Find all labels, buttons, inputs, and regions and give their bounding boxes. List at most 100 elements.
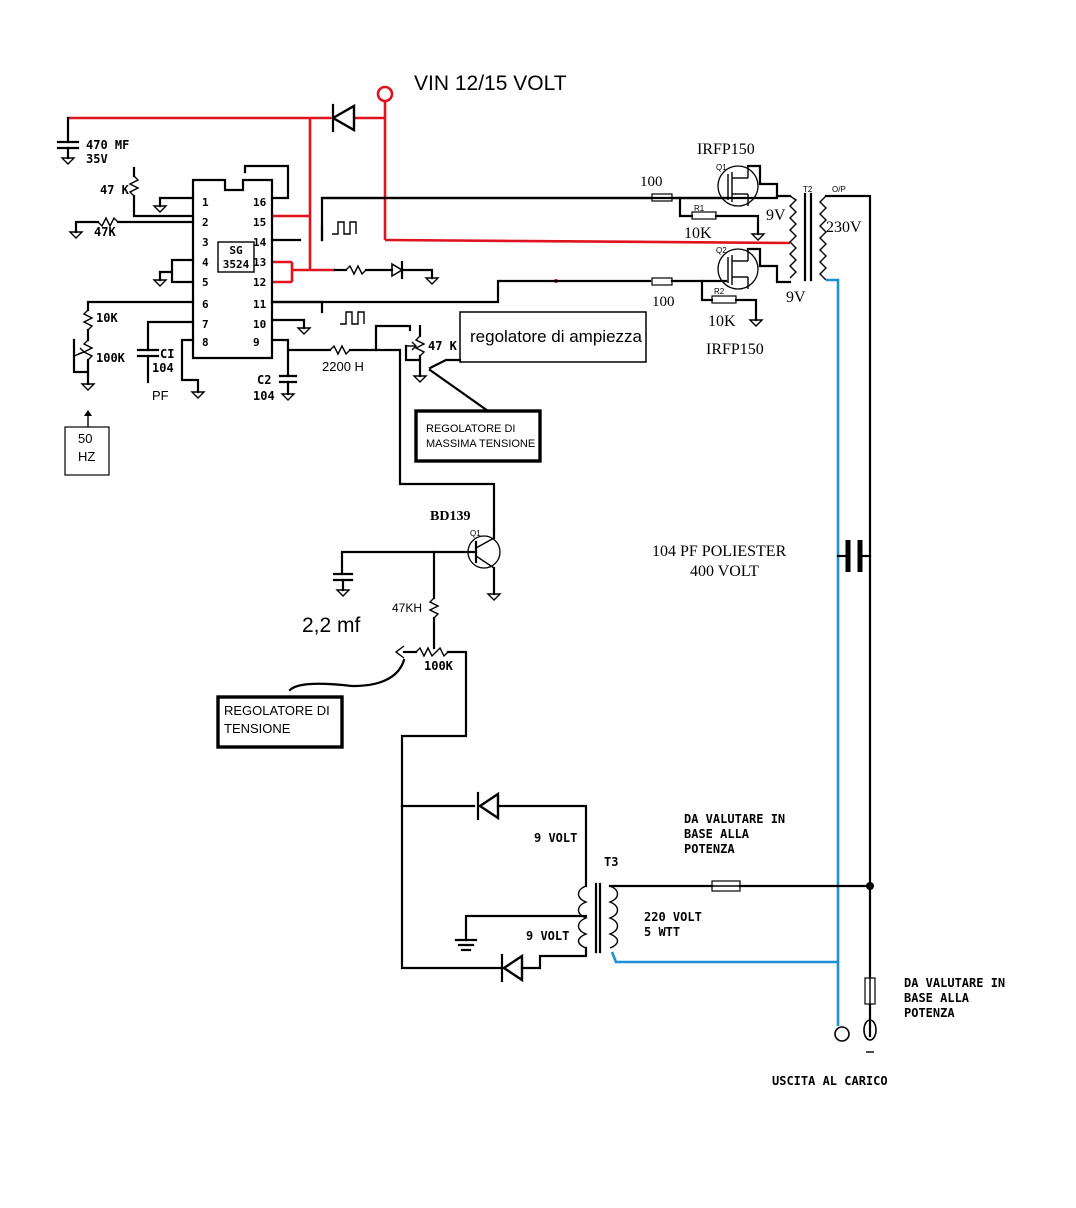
t2-label: T2 <box>803 185 813 194</box>
ic-pin-4: 4 <box>202 256 209 269</box>
polyester-capacitor: 104 PF POLIESTER 400 VOLT <box>652 540 872 580</box>
r47kh-label: 47KH <box>392 601 422 615</box>
resistor-47k-horizontal: 47K <box>68 216 195 239</box>
frequency-box: 50 HZ <box>64 410 110 476</box>
c2-label: C2 <box>257 373 271 387</box>
r10k-label-a: 10K <box>96 311 118 325</box>
v9-t3-bot-label: 9 VOLT <box>526 929 569 943</box>
t3-label: T3 <box>604 855 618 869</box>
v9-top-label: 9V <box>766 207 786 224</box>
ic-pin-2: 2 <box>202 216 209 229</box>
poly-cap-label-2: 400 VOLT <box>690 563 759 580</box>
ic-pin-7: 7 <box>202 318 209 331</box>
ic-name: SG <box>229 244 243 257</box>
fuse2-label-1: DA VALUTARE IN <box>904 976 1005 990</box>
indicator-led <box>333 260 440 285</box>
ic-part-number: 3524 <box>223 258 250 271</box>
ic-pin-6: 6 <box>202 298 209 311</box>
cap-470-voltage-label: 35V <box>86 152 108 166</box>
output-label: USCITA AL CARICO <box>772 1074 888 1088</box>
voltage-regulator-label-1: REGOLATORE DI <box>224 703 330 718</box>
c2-value-label: 104 <box>253 389 275 403</box>
pot-47k: 47 K <box>374 324 496 532</box>
cap-22-label: 2,2 mf <box>302 614 361 637</box>
v9-t3-top-label: 9 VOLT <box>534 831 577 845</box>
hz-unit: HZ <box>78 449 95 464</box>
fuse2-label-3: POTENZA <box>904 1006 955 1020</box>
amplitude-regulator-label: regolatore di ampiezza <box>470 327 643 346</box>
amplitude-regulator-box: regolatore di ampiezza <box>428 311 647 370</box>
max-voltage-label-2: MASSIMA TENSIONE <box>426 438 535 450</box>
hz-value: 50 <box>78 431 92 446</box>
v9-bot-label: 9V <box>786 289 806 306</box>
output-terminals: DA VALUTARE IN BASE ALLA POTENZA USCITA … <box>772 976 1005 1088</box>
vin-label: VIN 12/15 VOLT <box>414 72 567 95</box>
input-capacitor: 470 MF 35V <box>56 116 129 166</box>
pin16-wire <box>243 164 290 200</box>
input-diode <box>330 103 356 133</box>
voltage-regulator-label-2: TENSIONE <box>224 721 291 736</box>
positive-rail <box>68 85 791 284</box>
vin-terminal <box>376 85 394 103</box>
fuse1-label-1: DA VALUTARE IN <box>684 812 785 826</box>
irfp-bot-label: IRFP150 <box>706 341 764 358</box>
max-voltage-label-1: REGOLATORE DI <box>426 423 515 435</box>
v220-label-2: 5 WTT <box>644 925 680 939</box>
ic-pin-5: 5 <box>202 276 209 289</box>
pin4-5-ground <box>152 258 195 287</box>
ground-symbol <box>152 196 195 213</box>
r10k-top-label: 10K <box>684 225 712 242</box>
pwm-outputs <box>270 194 779 325</box>
r1-label: R1 <box>694 204 705 213</box>
op-label: O/P <box>832 185 846 194</box>
r10k-bot-label: 10K <box>708 313 736 330</box>
ic-pin-9: 9 <box>253 336 260 349</box>
pot-47k-label: 47 K <box>428 339 458 353</box>
bjt-q1-label: Q1 <box>470 529 481 538</box>
fuse1-label-2: BASE ALLA <box>684 827 750 841</box>
compensation-network: 2200 H C2 104 <box>253 324 412 403</box>
ic-pin-8: 8 <box>202 336 209 349</box>
gate-resistor-bot-label: 100 <box>652 294 675 310</box>
ic-pin-11: 11 <box>253 298 267 311</box>
gate-resistor-top-label: 100 <box>640 174 663 190</box>
v220-label-1: 220 VOLT <box>644 910 702 924</box>
pf-label: PF <box>152 388 169 403</box>
q1-label: Q1 <box>716 163 727 172</box>
ic-pin-14: 14 <box>253 236 267 249</box>
ci-value-label: 104 <box>152 361 174 375</box>
ci-label: CI <box>160 347 174 361</box>
mosfet-q2: 100 Q2 IRFP150 R2 10K 9V <box>651 246 806 358</box>
ic-pin-3: 3 <box>202 236 209 249</box>
cap-470-label: 470 MF <box>86 138 129 152</box>
ic-left-pins: 1 2 3 4 5 6 7 8 <box>202 196 209 349</box>
transformer-t2: T2 O/P 230V <box>789 185 872 1038</box>
mosfet-q1: 100 Q1 IRFP150 R1 10K 9V <box>320 141 792 242</box>
pot-100k-b: 100K <box>288 645 468 808</box>
poly-cap-label-1: 104 PF POLIESTER <box>652 543 787 560</box>
pin10-ground <box>270 318 312 335</box>
bd139-label: BD139 <box>430 509 470 524</box>
ic-pin-15: 15 <box>253 216 266 229</box>
r2200-label: 2200 H <box>322 359 364 374</box>
ic-pin-1: 1 <box>202 196 209 209</box>
max-voltage-regulator-box: REGOLATORE DI MASSIMA TENSIONE <box>414 368 542 463</box>
voltage-regulator-box: REGOLATORE DI TENSIONE <box>216 695 344 749</box>
fuse1-label-3: POTENZA <box>684 842 735 856</box>
transistor-bd139: BD139 Q1 2,2 mf 47KH <box>302 509 502 650</box>
v230-label: 230V <box>826 219 862 236</box>
ic-pin-16: 16 <box>253 196 267 209</box>
r47k-label-b: 47K <box>94 225 116 239</box>
transformer-t3: T3 220 VOLT 5 WTT DA VALUTARE IN BASE AL… <box>577 812 874 954</box>
ic-pin-13: 13 <box>253 256 266 269</box>
r2-label: R2 <box>714 287 725 296</box>
feedback-rectifier: 9 VOLT 9 VOLT <box>400 791 588 983</box>
fuse2-label-2: BASE ALLA <box>904 991 970 1005</box>
pot-100k-label-b: 100K <box>424 659 454 673</box>
output-line <box>610 278 840 1026</box>
timing-network: 10K 100K CI 104 PF <box>72 300 206 403</box>
